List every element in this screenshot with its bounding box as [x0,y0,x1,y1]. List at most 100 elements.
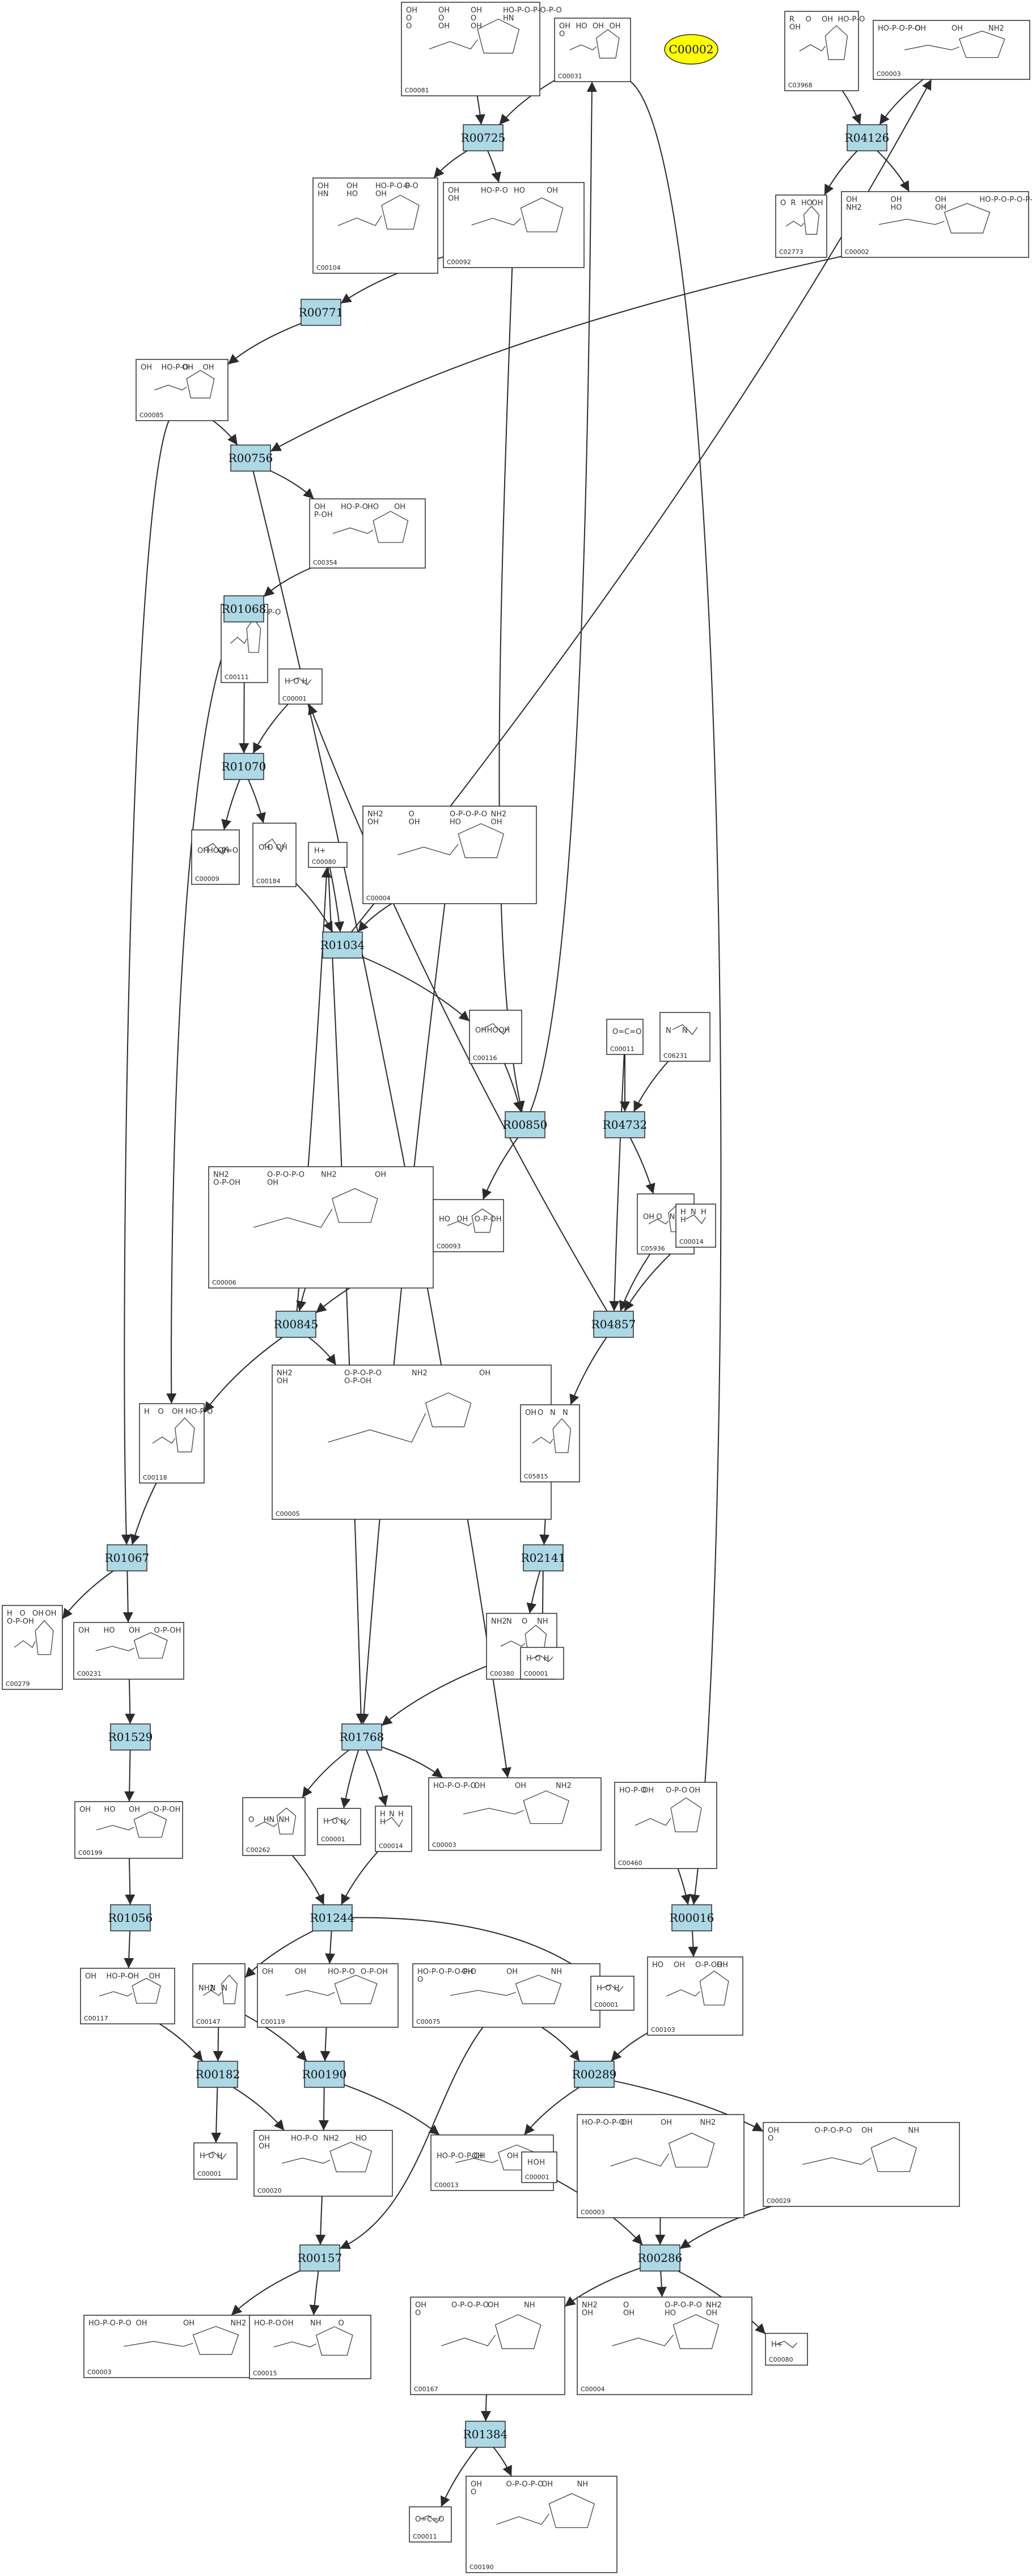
reaction-box[interactable] [465,2421,506,2448]
reaction-box[interactable] [640,2244,680,2272]
compound-box[interactable] [520,1647,564,1680]
reaction-box[interactable] [299,2244,340,2272]
reaction-box[interactable] [574,2061,615,2088]
compound-box[interactable] [191,829,240,885]
reaction-box[interactable] [197,2061,238,2088]
compound-box[interactable] [278,668,323,705]
reaction-r00190[interactable]: R00190 [302,2061,347,2088]
reaction-box[interactable] [593,1311,634,1338]
reaction-r00845[interactable]: R00845 [274,1311,319,1338]
reaction-r01034[interactable]: R01034 [320,931,365,959]
reaction-r01070[interactable]: R01070 [222,753,267,780]
reaction-box[interactable] [312,1904,353,1931]
reaction-box[interactable] [276,1311,316,1338]
compound-box[interactable] [193,2142,238,2180]
reaction-box[interactable] [110,1723,151,1751]
reaction-box[interactable] [107,1544,147,1571]
reaction-r02141[interactable]: R02141 [521,1544,566,1571]
reaction-r00182[interactable]: R00182 [196,2061,240,2088]
compound-c00080[interactable]: H+C00080 [308,842,348,868]
reaction-r00756[interactable]: R00756 [229,444,273,472]
reaction-r00286[interactable]: R00286 [638,2244,683,2272]
reaction-r00289[interactable]: R00289 [572,2061,617,2088]
compound-box[interactable] [765,2333,808,2366]
reaction-r00850[interactable]: R00850 [503,1111,548,1138]
highlight-ellipse[interactable] [664,34,718,65]
reaction-r01067[interactable]: R01067 [105,1544,150,1571]
highlighted-compound[interactable]: C00002 [664,34,718,65]
compound-box[interactable] [775,194,827,258]
reaction-box[interactable] [223,753,264,780]
reaction-r00725[interactable]: R00725 [461,124,506,151]
reaction-r04857[interactable]: R04857 [591,1311,636,1338]
reaction-box[interactable] [463,124,504,151]
reaction-box[interactable] [505,1111,545,1138]
reaction-box[interactable] [341,1723,382,1751]
compound-c00080b[interactable]: H+C00080 [765,2333,808,2366]
compound-box[interactable] [675,1204,716,1248]
reaction-r01768[interactable]: R01768 [340,1723,384,1751]
reaction-box[interactable] [301,299,341,326]
compound-box[interactable] [521,2151,557,2183]
reaction-r00157[interactable]: R00157 [298,2244,342,2272]
reaction-box[interactable] [604,1111,645,1138]
compound-box[interactable] [252,823,297,887]
reaction-r01244[interactable]: R01244 [310,1904,355,1931]
compound-box[interactable] [308,842,348,868]
reaction-r01056[interactable]: R01056 [108,1904,153,1931]
reaction-r04126[interactable]: R04126 [845,124,890,151]
reaction-box[interactable] [304,2061,345,2088]
reaction-box[interactable] [671,1904,712,1931]
compound-box[interactable] [577,2297,752,2395]
reaction-r01529[interactable]: R01529 [108,1723,153,1751]
reaction-box[interactable] [230,444,271,472]
reaction-r00771[interactable]: R00771 [299,299,344,326]
compound-box[interactable] [659,1012,710,1062]
reaction-r00016[interactable]: R00016 [670,1904,714,1931]
compound-box[interactable] [317,1808,361,1845]
compound-box[interactable] [554,18,631,82]
reaction-box[interactable] [223,595,264,622]
reaction-box[interactable] [847,124,887,151]
